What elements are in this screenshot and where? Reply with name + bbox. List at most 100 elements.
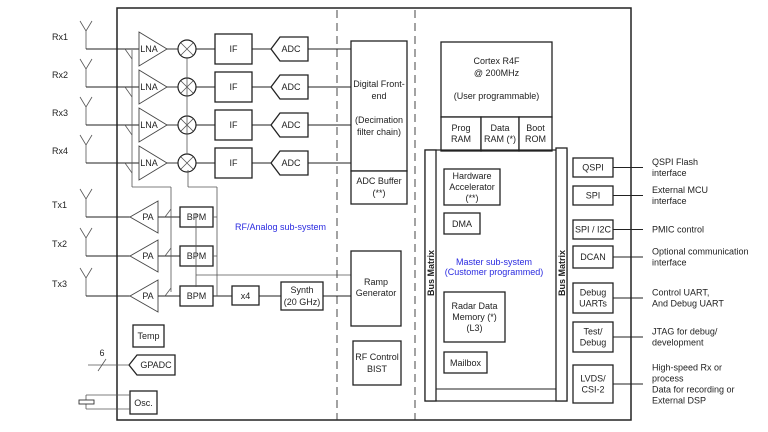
x4-block xyxy=(231,285,260,306)
interface-description: Data for recording or xyxy=(652,385,735,395)
dfe-label: Digital Front- xyxy=(353,79,405,89)
prog-ram-label-1: Prog xyxy=(451,123,470,133)
bus-matrix-right-label: Bus Matrix xyxy=(557,250,567,296)
tx-antenna-icon xyxy=(79,267,93,296)
osc-label: Osc. xyxy=(134,398,153,408)
interface-block-label: CSI-2 xyxy=(581,385,604,395)
adc-label: ADC xyxy=(281,120,301,130)
interface-block-label: LVDS/ xyxy=(580,374,606,384)
rf-control-label-1: RF Control xyxy=(355,352,399,362)
interface-description: Optional communication xyxy=(652,247,749,257)
radar-mem-label-3: (L3) xyxy=(466,323,482,333)
interface-block xyxy=(572,364,614,404)
ramp-generator-block xyxy=(350,250,402,327)
bpm-label: BPM xyxy=(187,291,207,301)
adc-label: ADC xyxy=(281,82,301,92)
pa-label: PA xyxy=(142,212,153,222)
prog-ram-block xyxy=(440,116,482,152)
rf-control-label-2: BIST xyxy=(367,364,388,374)
rx-label: Rx1 xyxy=(52,32,68,42)
synth-label-1: Synth xyxy=(290,285,313,295)
if-label: IF xyxy=(230,44,239,54)
rx-antenna-icon xyxy=(79,96,93,125)
master-subsystem-label-2: (Customer programmed) xyxy=(445,267,544,277)
radar-mem-label-2: Memory (*) xyxy=(452,312,497,322)
rx-antenna-icon xyxy=(79,134,93,163)
interface-block-label: SPI / I2C xyxy=(575,225,612,235)
interface-description: Control UART, xyxy=(652,288,709,298)
osc-block xyxy=(129,390,158,415)
interface-block-label: DCAN xyxy=(580,252,606,262)
interface-block-label: UARTs xyxy=(579,299,607,309)
lna-label: LNA xyxy=(140,82,158,92)
crystal-icon xyxy=(78,399,95,405)
interface-block xyxy=(572,282,614,314)
cortex-block xyxy=(440,41,553,118)
pa-label: PA xyxy=(142,291,153,301)
interface-description: process xyxy=(652,374,684,384)
interface-description: External DSP xyxy=(652,396,706,406)
tx-antenna-icon xyxy=(79,227,93,256)
interface-description: JTAG for debug/ xyxy=(652,327,718,337)
interface-description: interface xyxy=(652,168,687,178)
x4-label: x4 xyxy=(241,291,251,301)
hwa-label-3: (**) xyxy=(466,193,479,203)
adc-buffer-label-1: ADC Buffer xyxy=(356,176,401,186)
temp-block xyxy=(132,324,165,348)
data-ram-block xyxy=(480,116,520,152)
boot-rom-label-1: Boot xyxy=(526,123,545,133)
interface-description: External MCU xyxy=(652,185,708,195)
hardware-accelerator-block xyxy=(443,168,501,206)
hwa-label-2: Accelerator xyxy=(449,182,495,192)
boot-rom-label-2: ROM xyxy=(525,134,546,144)
lna-label: LNA xyxy=(140,158,158,168)
dma-label: DMA xyxy=(452,219,472,229)
interface-block-label: Debug xyxy=(580,288,607,298)
bus-matrix-left-label: Bus Matrix xyxy=(426,250,436,296)
adc-label: ADC xyxy=(281,158,301,168)
tx-label: Tx3 xyxy=(52,279,67,289)
interface-description: High-speed Rx or xyxy=(652,363,722,373)
if-label: IF xyxy=(230,120,239,130)
rx-label: Rx2 xyxy=(52,70,68,80)
synth-block xyxy=(280,281,324,311)
radar-data-memory-block xyxy=(443,291,506,343)
data-ram-label-2: RAM (*) xyxy=(484,134,516,144)
bpm-label: BPM xyxy=(187,251,207,261)
ramp-label-1: Ramp xyxy=(364,277,388,287)
radar-mem-label-1: Radar Data xyxy=(451,301,497,311)
rf-control-block xyxy=(352,340,402,386)
rx-label: Rx4 xyxy=(52,146,68,156)
dma-block xyxy=(443,212,481,235)
bus-matrix-right xyxy=(555,147,568,402)
boot-rom-block xyxy=(518,116,553,152)
temp-label: Temp xyxy=(137,331,159,341)
lna-block xyxy=(138,107,168,143)
interface-description: interface xyxy=(652,196,687,206)
cortex-label-3: (User programmable) xyxy=(454,91,540,101)
if-label: IF xyxy=(230,82,239,92)
prog-ram-label-2: RAM xyxy=(451,134,471,144)
ramp-label-2: Generator xyxy=(356,288,397,298)
mailbox-label: Mailbox xyxy=(450,358,482,368)
mailbox-block xyxy=(443,351,488,374)
interface-description: interface xyxy=(652,258,687,268)
lna-label: LNA xyxy=(140,120,158,130)
dfe-label: (Decimation xyxy=(355,115,403,125)
adc-buffer-label-2: (**) xyxy=(373,188,386,198)
tx-label: Tx2 xyxy=(52,239,67,249)
interface-block xyxy=(572,321,614,353)
interface-block-label: QSPI xyxy=(582,163,604,173)
interface-block-label: Test/ xyxy=(583,327,603,337)
bpm-label: BPM xyxy=(187,212,207,222)
gpadc-block xyxy=(128,354,176,376)
interface-description: And Debug UART xyxy=(652,299,724,309)
lna-block xyxy=(138,145,168,181)
dfe-label: filter chain) xyxy=(357,127,401,137)
interface-description: PMIC control xyxy=(652,225,704,235)
gpadc-bus-width: 6 xyxy=(99,348,104,358)
adc-buffer-block xyxy=(350,170,408,205)
master-subsystem-label-1: Master sub-system xyxy=(456,257,532,267)
lna-block xyxy=(138,31,168,67)
interface-block-label: Debug xyxy=(580,338,607,348)
